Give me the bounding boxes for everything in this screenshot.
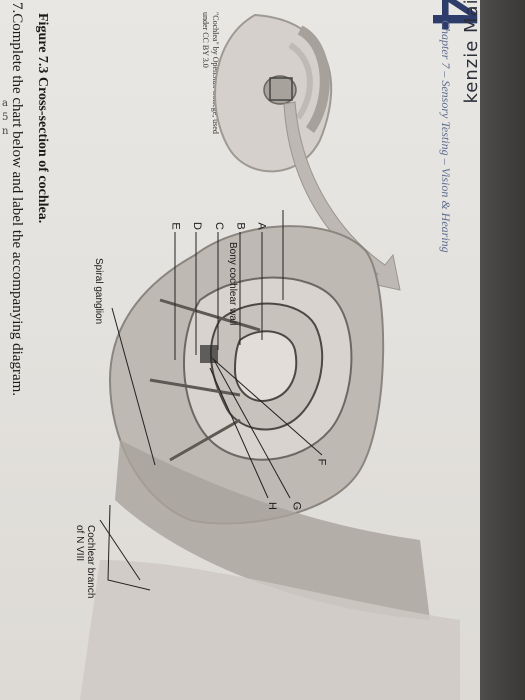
letter-a: A <box>255 222 268 230</box>
cochlear-branch-line1: Cochlear branch <box>85 525 96 599</box>
inner-ear-overview <box>214 13 333 173</box>
cochlea-cross-section <box>80 225 460 700</box>
letter-h: H <box>265 502 278 510</box>
tab-letter: 5 <box>2 112 9 123</box>
letter-c: C <box>212 222 225 230</box>
letter-f: F <box>315 458 328 466</box>
organ-of-corti <box>200 345 218 363</box>
zoom-arrow <box>283 101 401 291</box>
label-cochlear-branch: Cochlear branch of N VIII <box>74 525 96 598</box>
leader-lines <box>99 210 323 581</box>
cochlea-diagram <box>80 13 460 700</box>
letter-g: G <box>290 501 303 511</box>
label-spiral-ganglion: Spiral ganglion <box>93 258 104 325</box>
cochlear-branch-line2: of N VIII <box>74 525 85 562</box>
letter-b: B <box>234 222 247 230</box>
tab-letter: a <box>2 98 8 109</box>
label-bony-wall: Bony cochlear wall <box>227 242 238 326</box>
zoom-box <box>269 77 293 101</box>
left-edge-tabs: a 5 n <box>0 0 12 140</box>
letter-d: D <box>190 222 203 230</box>
tab-letter: n <box>2 126 9 137</box>
textbook-page: a 5 n 4 kenzie Mair Chapter 7 – Sensory … <box>0 0 491 700</box>
letter-e: E <box>169 222 182 230</box>
